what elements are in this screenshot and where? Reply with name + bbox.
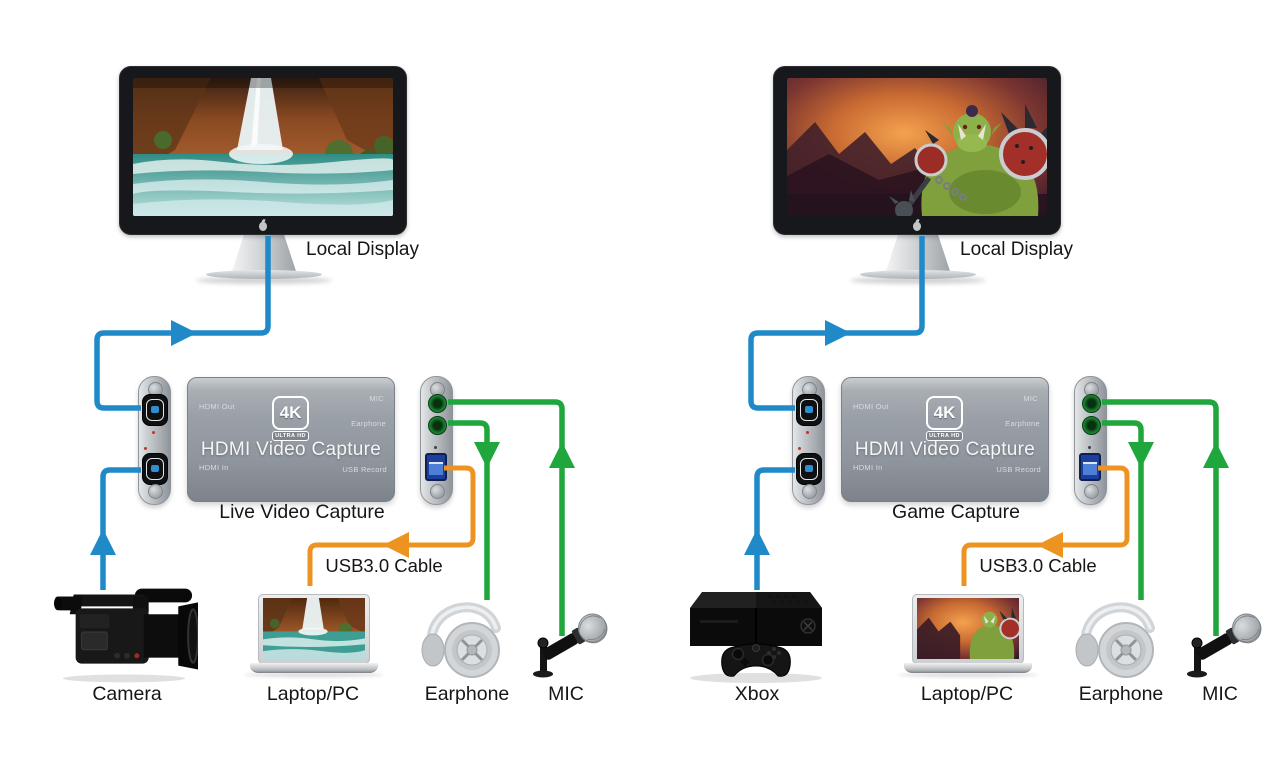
laptop-screen-waterfall xyxy=(263,598,365,659)
device-caption: Game Capture xyxy=(892,501,1020,523)
port-label-usb-record: USB Record xyxy=(996,465,1041,474)
badge-ultra-hd: ULTRA HD xyxy=(272,431,309,441)
monitor-screen-game xyxy=(787,78,1047,216)
earphone-jack xyxy=(428,416,447,435)
source-device-label: Camera xyxy=(92,683,162,705)
port-label-hdmi-in: HDMI In xyxy=(853,463,883,472)
orc-game-image xyxy=(787,78,1047,216)
monitor-stand-base xyxy=(206,270,322,279)
source-device-label: Xbox xyxy=(734,683,780,705)
badge-4k-ultra-hd: 4K ULTRA HD xyxy=(272,396,309,441)
hdmi-in-port xyxy=(796,453,822,485)
badge-4k: 4K xyxy=(272,396,309,430)
headphone-icon xyxy=(1072,588,1162,688)
laptop-shadow xyxy=(244,673,384,677)
apple-logo-icon xyxy=(259,222,267,231)
screw-icon xyxy=(148,484,163,499)
capture-device: HDMI Out MIC Earphone HDMI In USB Record… xyxy=(187,377,395,502)
badge-ultra-hd: ULTRA HD xyxy=(926,431,963,441)
port-label-hdmi-in: HDMI In xyxy=(199,463,229,472)
camera-icon xyxy=(50,584,199,689)
mic-jack xyxy=(1082,394,1101,413)
laptop-base xyxy=(250,663,378,673)
screw-icon xyxy=(802,484,817,499)
local-display-monitor xyxy=(773,66,1061,235)
mic-label: MIC xyxy=(1202,683,1238,705)
setup-game-capture: Local Display HDMI Out MIC Earphone HDMI… xyxy=(654,0,1280,768)
earphone-label: Earphone xyxy=(1078,683,1164,705)
led-indicator xyxy=(152,431,155,434)
usb-port xyxy=(425,453,447,481)
waterfall-image xyxy=(133,78,393,216)
hdmi-side-panel xyxy=(792,376,825,505)
headphone-icon xyxy=(418,588,508,688)
port-label-usb-record: USB Record xyxy=(342,465,387,474)
laptop-shadow xyxy=(898,673,1038,677)
hdmi-in-port xyxy=(142,453,168,485)
hdmi-source-cable xyxy=(90,467,141,590)
badge-4k-ultra-hd: 4K ULTRA HD xyxy=(926,396,963,441)
led-indicator xyxy=(798,447,801,450)
local-display-label: Local Display xyxy=(306,239,419,260)
apple-logo-icon xyxy=(913,222,921,231)
laptop-base xyxy=(904,663,1032,673)
monitor-stand-base xyxy=(860,270,976,279)
port-label-mic: MIC xyxy=(1023,394,1038,403)
hdmi-source-cable xyxy=(744,467,795,590)
audio-side-panel xyxy=(1074,376,1107,505)
laptop-screen-game xyxy=(917,598,1019,659)
earphone-label: Earphone xyxy=(424,683,510,705)
device-caption: Live Video Capture xyxy=(219,501,385,523)
laptop-frame xyxy=(912,594,1024,664)
hdmi-out-port xyxy=(796,394,822,426)
usb-cable-label: USB3.0 Cable xyxy=(979,555,1097,576)
port-label-hdmi-out: HDMI Out xyxy=(853,402,889,411)
earphone-jack xyxy=(1082,416,1101,435)
usb-cable-label: USB3.0 Cable xyxy=(325,555,443,576)
device-title: HDMI Video Capture xyxy=(854,439,1036,460)
screw-icon xyxy=(430,484,445,499)
monitor-stand xyxy=(231,230,297,274)
laptop-frame xyxy=(258,594,370,664)
xbox-icon xyxy=(680,586,832,691)
hdmi-out-port xyxy=(142,394,168,426)
badge-4k: 4K xyxy=(926,396,963,430)
port-label-earphone: Earphone xyxy=(351,419,386,428)
screw-icon xyxy=(1084,484,1099,499)
mic-jack xyxy=(428,394,447,413)
laptop-label: Laptop/PC xyxy=(266,683,360,705)
microphone-icon xyxy=(528,598,608,688)
led-indicator xyxy=(806,431,809,434)
local-display-label: Local Display xyxy=(960,239,1073,260)
microphone-icon xyxy=(1182,598,1262,688)
port-label-earphone: Earphone xyxy=(1005,419,1040,428)
mic-label: MIC xyxy=(548,683,584,705)
usb-port xyxy=(1079,453,1101,481)
led-indicator xyxy=(1088,446,1091,449)
monitor-stand xyxy=(885,230,951,274)
device-title: HDMI Video Capture xyxy=(200,439,382,460)
led-indicator xyxy=(144,447,147,450)
laptop-label: Laptop/PC xyxy=(920,683,1014,705)
local-display-monitor xyxy=(119,66,407,235)
port-label-hdmi-out: HDMI Out xyxy=(199,402,235,411)
capture-device: HDMI Out MIC Earphone HDMI In USB Record… xyxy=(841,377,1049,502)
led-indicator xyxy=(434,446,437,449)
monitor-screen-waterfall xyxy=(133,78,393,216)
hdmi-side-panel xyxy=(138,376,171,505)
setup-live-video-capture: Local Display HDMI Out MIC Earphone HDMI… xyxy=(0,0,628,768)
audio-side-panel xyxy=(420,376,453,505)
port-label-mic: MIC xyxy=(369,394,384,403)
